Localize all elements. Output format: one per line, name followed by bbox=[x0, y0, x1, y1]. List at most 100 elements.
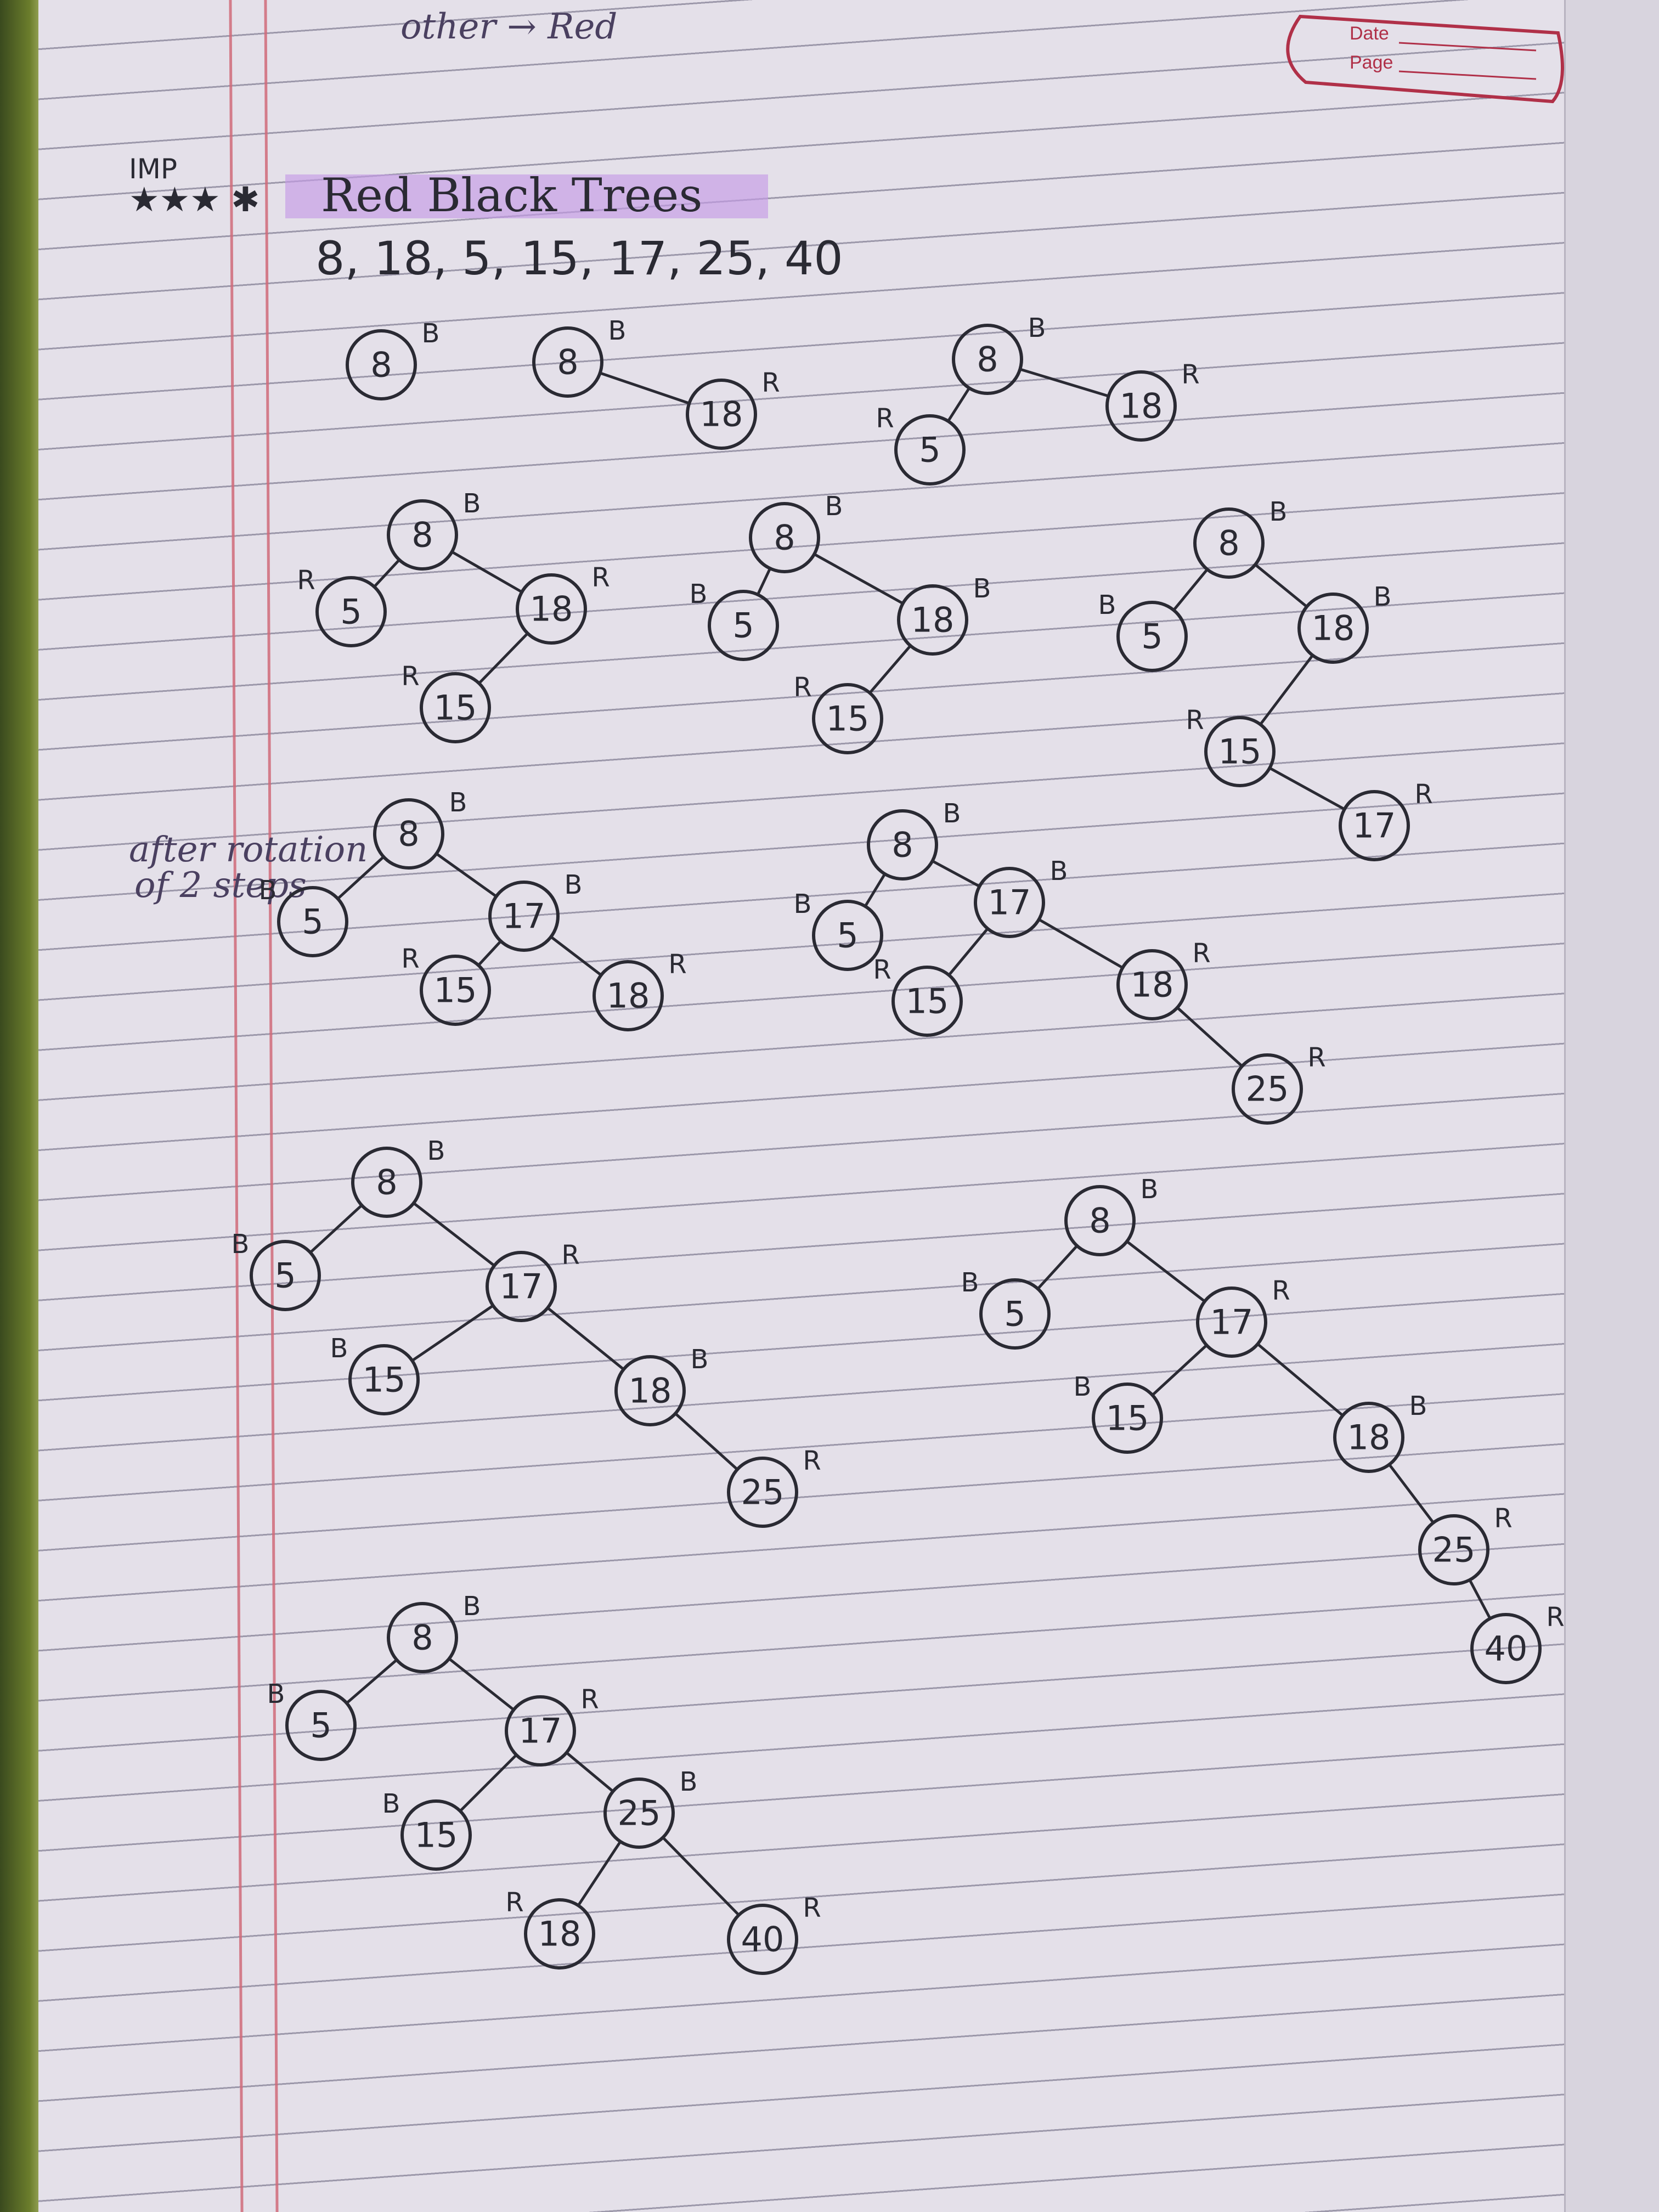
node-circle bbox=[524, 1898, 595, 1970]
node-color-label: R bbox=[876, 403, 894, 434]
node-color-label: R bbox=[803, 1446, 821, 1476]
node-color-label: R bbox=[1186, 705, 1204, 736]
node-color-label: B bbox=[1074, 1372, 1092, 1402]
tree-node: 5B bbox=[794, 889, 883, 971]
tree-edge bbox=[1172, 568, 1209, 612]
tree-edge bbox=[947, 927, 989, 977]
node-value: 15 bbox=[1218, 732, 1262, 772]
node-value: 17 bbox=[988, 883, 1031, 923]
node-color-label: R bbox=[761, 368, 780, 398]
node-circle bbox=[250, 1240, 321, 1311]
node-value: 5 bbox=[1141, 617, 1163, 657]
node-color-label: R bbox=[668, 949, 686, 980]
node-circle bbox=[614, 1355, 686, 1426]
node-color-label: B bbox=[680, 1767, 698, 1797]
node-value: 40 bbox=[1485, 1629, 1528, 1669]
node-circle bbox=[387, 499, 458, 571]
tree-node: 25 R bbox=[727, 1446, 821, 1528]
top-note: other → Red bbox=[400, 7, 617, 47]
node-circle bbox=[979, 1278, 1051, 1350]
node-circle bbox=[1092, 1383, 1163, 1454]
tree-node: 25R bbox=[1418, 1503, 1513, 1585]
tree-edge bbox=[1259, 653, 1314, 726]
tree-edge bbox=[756, 567, 772, 596]
node-value: 25 bbox=[741, 1472, 785, 1513]
node-circle bbox=[1232, 1053, 1303, 1125]
tree-edge bbox=[946, 386, 971, 423]
tree-node: 18R bbox=[1105, 359, 1200, 442]
tree-edge bbox=[336, 855, 385, 900]
node-value: 17 bbox=[500, 1267, 543, 1307]
node-color-label: B bbox=[463, 488, 481, 519]
node-color-label: R bbox=[803, 1893, 821, 1923]
rotation-note-line1: after rotation bbox=[129, 830, 368, 870]
tree-edge bbox=[864, 872, 887, 908]
node-circle bbox=[285, 1690, 357, 1761]
node-circle bbox=[505, 1695, 576, 1767]
tree-node: 8B bbox=[952, 313, 1046, 395]
node-circle bbox=[1470, 1613, 1542, 1684]
ruled-sheet bbox=[38, 0, 1659, 2212]
tree-edge bbox=[549, 935, 603, 977]
node-value: 17 bbox=[503, 896, 546, 936]
tree-node: 40R bbox=[727, 1893, 821, 1975]
node-value: 15 bbox=[434, 970, 477, 1011]
page-title: Red Black Trees bbox=[321, 168, 702, 222]
adjacent-page-edge bbox=[1564, 0, 1659, 2212]
tree-edge bbox=[812, 552, 905, 605]
tree-edge bbox=[309, 1204, 363, 1254]
node-value: 8 bbox=[1089, 1201, 1110, 1241]
node-color-label: R bbox=[580, 1684, 599, 1715]
node-color-label: R bbox=[1546, 1602, 1564, 1633]
tree-node: 17R bbox=[1196, 1276, 1290, 1358]
node-value: 5 bbox=[837, 916, 858, 956]
tree-edge bbox=[674, 1412, 739, 1471]
tree-node: 18B bbox=[614, 1344, 708, 1426]
date-label: Date bbox=[1350, 23, 1389, 44]
tree-node: 18B bbox=[1333, 1391, 1427, 1473]
node-circle bbox=[974, 867, 1045, 938]
tree-node: 18 R bbox=[686, 368, 780, 450]
node-color-label: B bbox=[608, 315, 627, 346]
node-color-label: R bbox=[401, 944, 419, 974]
node-value: 18 bbox=[538, 1914, 582, 1954]
tree-node: 8B bbox=[1193, 496, 1288, 579]
node-color-label: B bbox=[1374, 582, 1392, 612]
node-circle bbox=[277, 886, 348, 957]
node-value: 18 bbox=[530, 589, 573, 629]
node-value: 5 bbox=[302, 902, 323, 942]
tree-edge bbox=[1036, 1244, 1079, 1290]
node-circle bbox=[1196, 1286, 1267, 1358]
node-circle bbox=[1116, 949, 1188, 1020]
tree-node: 15B bbox=[382, 1788, 472, 1871]
insertion-sequence: 8, 18, 5, 15, 17, 25, 40 bbox=[315, 232, 843, 285]
node-value: 5 bbox=[310, 1706, 331, 1746]
node-value: 18 bbox=[700, 394, 743, 435]
node-value: 8 bbox=[891, 825, 913, 865]
node-color-label: R bbox=[591, 562, 610, 593]
tree-edge bbox=[448, 1657, 515, 1712]
node-color-label: B bbox=[1098, 590, 1116, 620]
node-color-label: R bbox=[1307, 1042, 1325, 1073]
tree-node: 8B bbox=[346, 318, 439, 400]
node-value: 8 bbox=[774, 518, 795, 558]
tree-node: 5R bbox=[297, 565, 387, 647]
node-value: 25 bbox=[618, 1793, 661, 1833]
node-circle bbox=[516, 573, 587, 645]
tree-edge bbox=[1256, 1342, 1345, 1417]
node-circle bbox=[812, 900, 883, 971]
node-value: 15 bbox=[415, 1815, 458, 1855]
node-color-label: B bbox=[1269, 496, 1288, 527]
node-circle bbox=[1064, 1185, 1136, 1256]
node-value: 15 bbox=[363, 1360, 406, 1400]
tree-node: 5B bbox=[232, 1229, 321, 1311]
node-value: 17 bbox=[1353, 806, 1396, 846]
tree-edge bbox=[1254, 563, 1308, 608]
tree-edge bbox=[1268, 766, 1346, 811]
tree-edge bbox=[410, 1304, 495, 1362]
